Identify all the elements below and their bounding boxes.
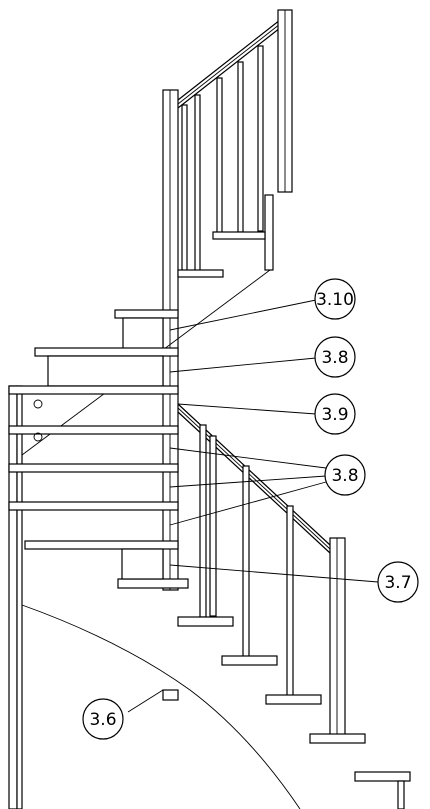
bolt-marks — [33, 399, 342, 727]
central-newel-post — [162, 89, 179, 701]
callout-3-9: 3.9 — [314, 393, 356, 435]
callout-3-8-upper-label: 3.8 — [321, 348, 348, 368]
left-stringer — [8, 385, 23, 809]
callout-3-7: 3.7 — [377, 561, 419, 603]
callout-3-9-label: 3.9 — [321, 405, 348, 425]
upper-balusters — [181, 45, 264, 276]
callout-3-8-upper: 3.8 — [314, 336, 356, 378]
sweep-arc — [21, 604, 301, 809]
upper-treads — [177, 231, 266, 278]
callout-3-8-lower-label: 3.8 — [331, 466, 358, 486]
callout-3-10: 3.10 — [314, 278, 356, 320]
callout-3-10-label: 3.10 — [316, 290, 354, 310]
callout-3-6: 3.6 — [82, 698, 124, 740]
callout-3-7-label: 3.7 — [384, 573, 411, 593]
leader-lines — [127, 299, 379, 713]
callout-3-8-lower: 3.8 — [324, 454, 366, 496]
landing-treads — [34, 309, 179, 387]
callout-3-6-label: 3.6 — [89, 710, 116, 730]
winder-treads — [8, 385, 179, 550]
upper-stringer — [264, 194, 274, 271]
lower-treads — [117, 548, 411, 809]
